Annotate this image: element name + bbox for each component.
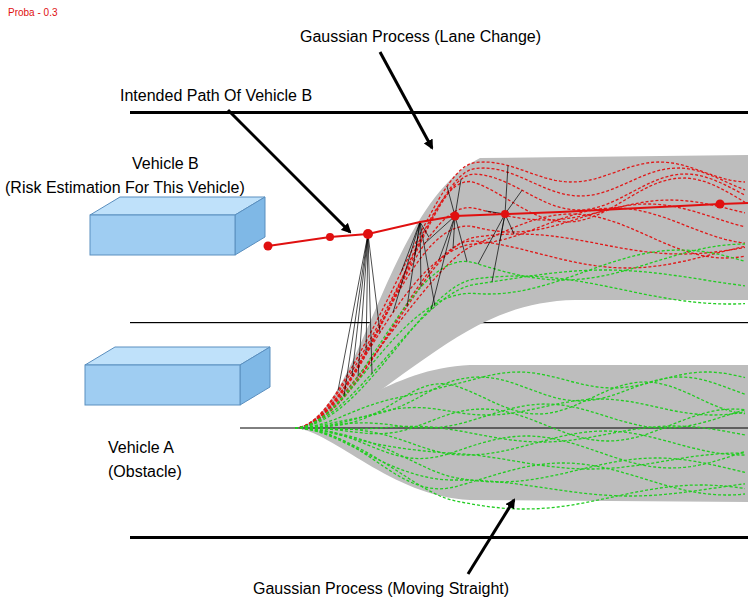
fan-line: [431, 216, 455, 310]
trajectory: [295, 214, 745, 428]
trajectory: [295, 428, 745, 469]
road-edge: [130, 536, 748, 539]
leader-arrow: [380, 52, 432, 148]
fan-line: [338, 234, 368, 391]
trajectory: [295, 428, 745, 495]
trajectory: [295, 399, 745, 428]
callout-label: Gaussian Process (Moving Straight): [253, 579, 509, 598]
intended-path: [268, 203, 748, 246]
fan-line: [492, 214, 505, 282]
vehicle-note: (Risk Estimation For This Vehicle): [5, 178, 245, 197]
fan-line: [393, 222, 420, 313]
trajectory: [295, 162, 745, 428]
path-points: [264, 200, 725, 251]
fan-line: [358, 234, 368, 377]
fan-line: [420, 222, 421, 287]
trajectory: [295, 382, 745, 428]
vehicle-name: Vehicle B: [132, 154, 199, 173]
trajectory: [295, 250, 745, 428]
trajectory: [295, 426, 745, 442]
risk-fan-lines: [338, 166, 522, 397]
fan-line: [420, 222, 435, 306]
vehicle-node: Vehicle A (Obstacle): [80, 345, 310, 485]
trajectory: [295, 174, 745, 428]
vehicle-note: (Obstacle): [108, 462, 182, 481]
road-edge: [130, 111, 748, 114]
fan-line: [344, 234, 368, 396]
trajectory: [295, 204, 745, 428]
fan-line: [368, 234, 380, 332]
trajectory: [295, 234, 745, 428]
trajectory: [295, 428, 745, 509]
trajectory: [295, 372, 745, 428]
fan-line: [505, 190, 522, 214]
probability-note: Proba - 0.3: [8, 6, 57, 19]
straight-envelope: [295, 365, 748, 502]
trajectory: [295, 428, 745, 468]
trajectory: [295, 270, 745, 428]
fan-line: [455, 216, 467, 262]
fan-line: [407, 222, 420, 307]
fan-line: [368, 234, 372, 373]
trajectory: [295, 208, 745, 428]
trajectory: [295, 428, 745, 482]
trajectory: [295, 178, 745, 428]
fan-line: [478, 214, 505, 264]
fan-line: [439, 216, 455, 260]
callout-label: Gaussian Process (Lane Change): [300, 27, 541, 46]
trajectory: [295, 428, 745, 455]
vehicle-name: Vehicle A: [108, 438, 174, 457]
fan-line: [505, 166, 508, 215]
fan-line: [455, 179, 461, 216]
trajectory: [295, 276, 745, 428]
trajectory: [295, 404, 745, 428]
leader-arrow: [468, 500, 514, 574]
vehicle-node: Vehicle B (Risk Estimation For This Vehic…: [0, 148, 290, 260]
fan-line: [447, 186, 455, 216]
fan-line: [401, 222, 420, 272]
fan-line: [352, 234, 368, 376]
callout-label: Intended Path Of Vehicle B: [120, 86, 312, 105]
